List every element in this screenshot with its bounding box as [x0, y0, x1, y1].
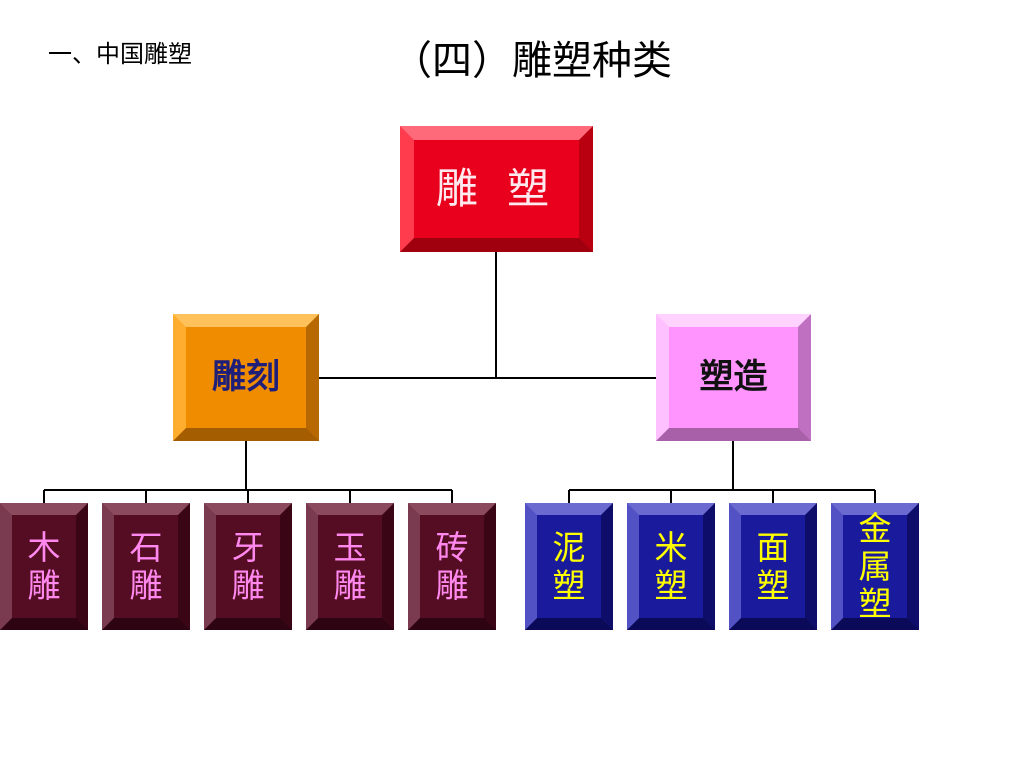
branch-label-modeling: 塑造: [699, 356, 768, 397]
leaf-label: 面塑: [756, 527, 790, 605]
leaf-node-rice-sculpture: 米塑: [627, 503, 715, 630]
leaf-node-jade-carving: 玉雕: [306, 503, 394, 630]
leaf-node-wood-carving: 木雕: [0, 503, 88, 630]
leaf-label: 木雕: [27, 527, 61, 605]
leaf-node-clay-sculpture: 泥塑: [525, 503, 613, 630]
branch-node-modeling: 塑造: [656, 314, 811, 441]
leaf-label: 牙雕: [231, 527, 265, 605]
leaf-label: 金属塑: [858, 508, 892, 624]
leaf-label: 石雕: [129, 527, 163, 605]
leaf-node-stone-carving: 石雕: [102, 503, 190, 630]
leaf-label: 砖雕: [435, 527, 469, 605]
slide-title: （四）雕塑种类: [392, 38, 672, 84]
leaf-node-dough-sculpture: 面塑: [729, 503, 817, 630]
leaf-label: 玉雕: [333, 527, 367, 605]
branch-node-carving: 雕刻: [173, 314, 319, 441]
root-label: 雕 塑: [435, 163, 558, 213]
branch-label-carving: 雕刻: [212, 356, 280, 397]
leaf-node-ivory-carving: 牙雕: [204, 503, 292, 630]
leaf-label: 米塑: [654, 527, 688, 605]
leaf-node-metal-sculpture: 金属塑: [831, 503, 919, 630]
root-node: 雕 塑: [400, 126, 593, 252]
section-label: 一、中国雕塑: [48, 40, 192, 68]
leaf-node-brick-carving: 砖雕: [408, 503, 496, 630]
leaf-label: 泥塑: [552, 527, 586, 605]
